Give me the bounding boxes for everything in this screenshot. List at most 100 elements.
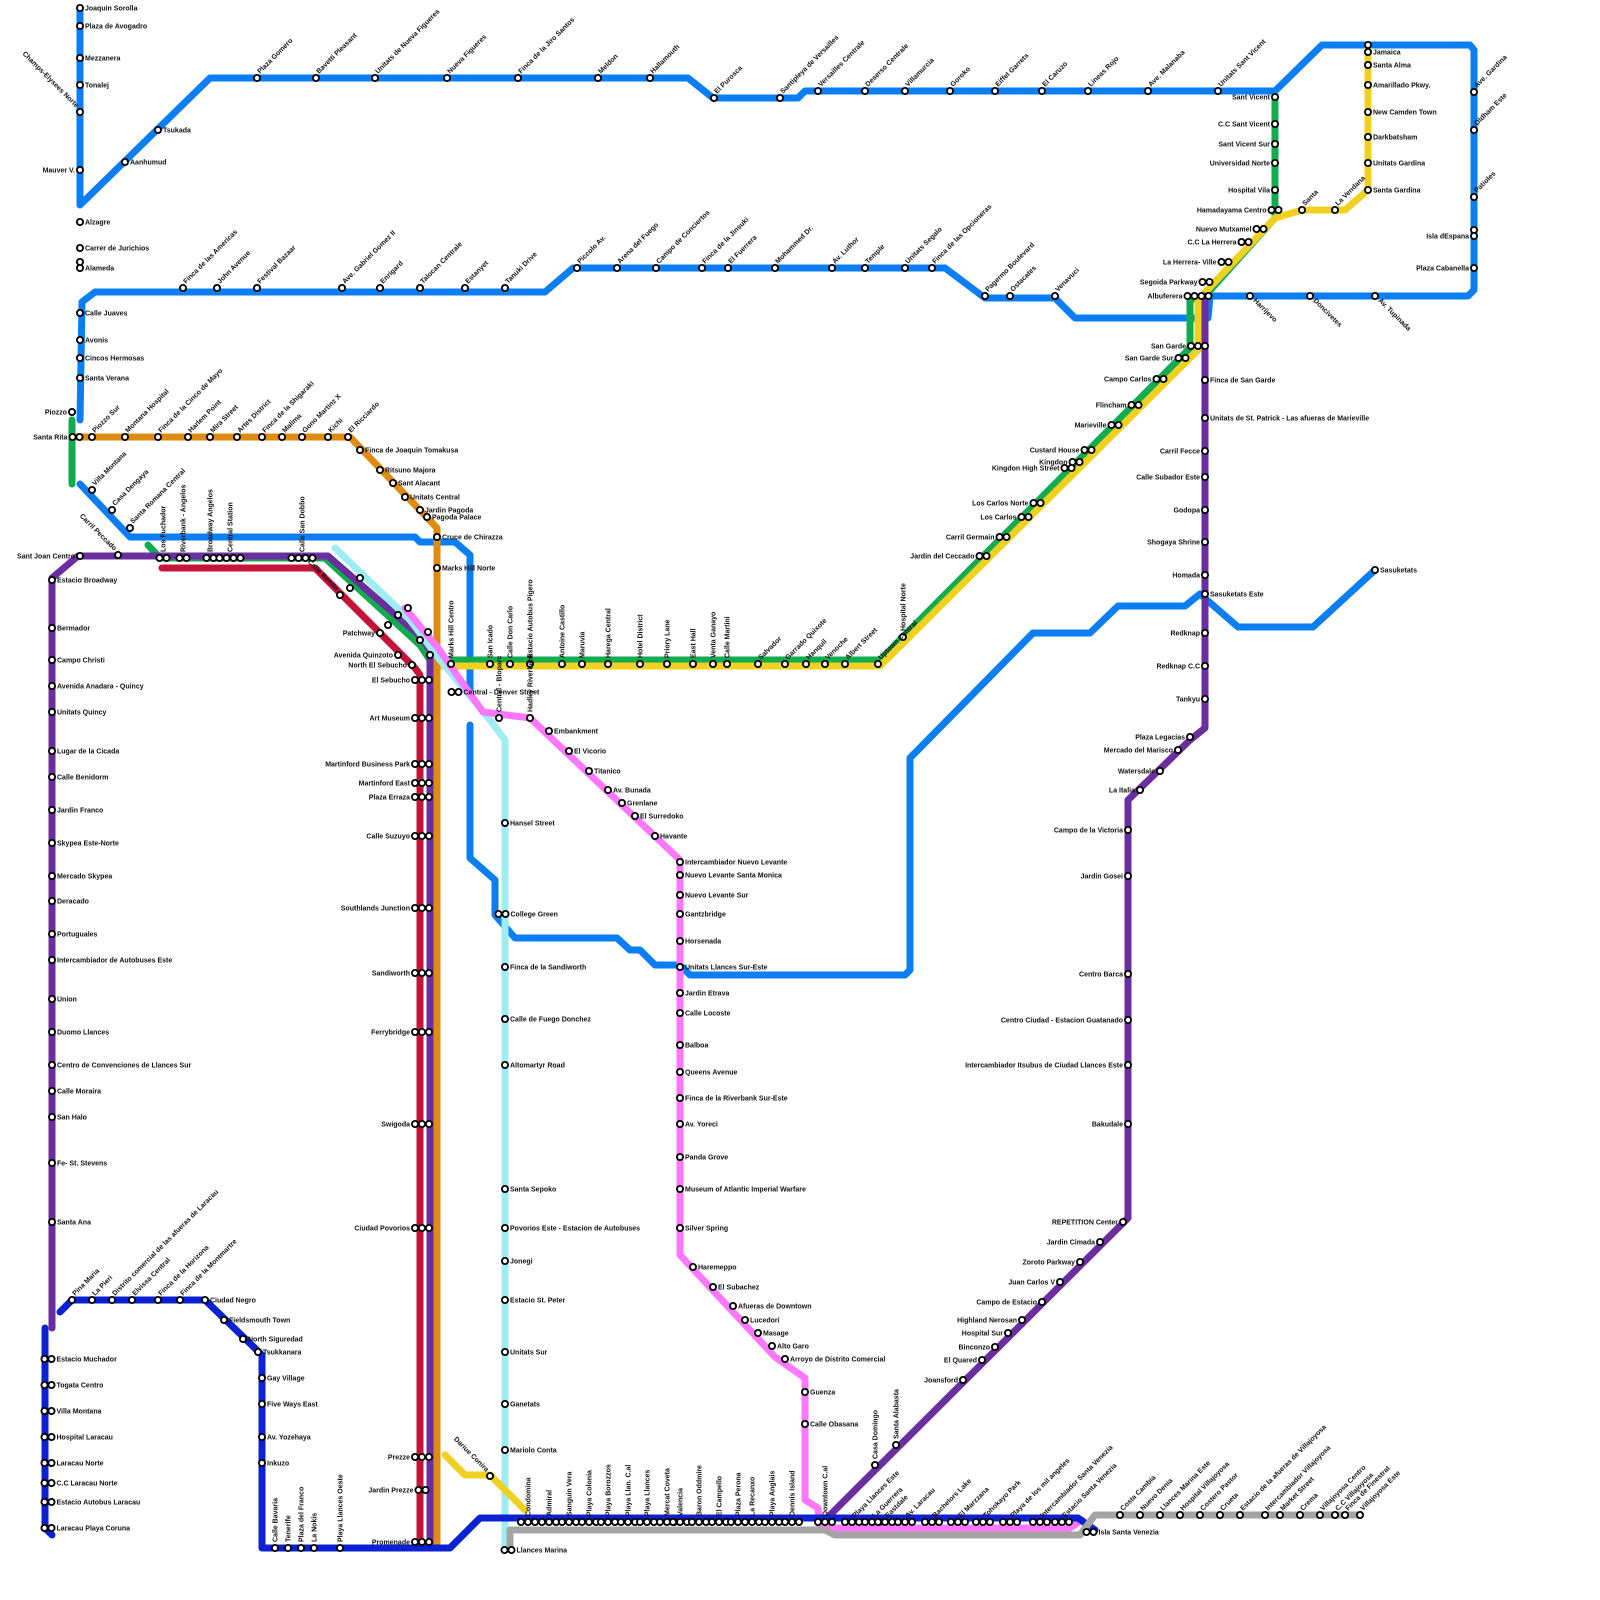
station-marker-albuferera[interactable] xyxy=(1197,291,1206,300)
station-marker-mercado-skypea[interactable] xyxy=(48,872,57,881)
station-marker-laracau-playa-coruna[interactable] xyxy=(47,1524,56,1533)
station-marker-alzagre[interactable] xyxy=(76,217,85,226)
station-marker-campo-carlos[interactable] xyxy=(1152,374,1161,383)
station-marker-central-denver-street[interactable] xyxy=(447,688,456,697)
station-marker-centro-ciudad-estacion-guatanado[interactable] xyxy=(1124,1016,1133,1025)
station-marker-universidad-norte[interactable] xyxy=(1271,158,1280,167)
station-marker-santa-alma[interactable] xyxy=(1364,61,1373,70)
station-marker-jardin-pagoda[interactable] xyxy=(415,505,424,514)
station-marker-hanquil[interactable] xyxy=(802,660,811,669)
station-marker-downtown-c-al[interactable] xyxy=(821,1518,830,1527)
station-marker-sant-vicent-sur[interactable] xyxy=(1271,139,1280,148)
station-marker-calle-juaves[interactable] xyxy=(76,308,85,317)
station-marker-villa-montana[interactable] xyxy=(47,1407,56,1416)
station-marker-carril-peccado[interactable] xyxy=(114,551,123,560)
station-marker-calle-bavaria[interactable] xyxy=(270,1544,279,1553)
station-marker-carril-fecce[interactable] xyxy=(1201,446,1210,455)
station-marker-broadway-angelos[interactable] xyxy=(202,554,211,563)
station-marker-albert-street[interactable] xyxy=(841,660,850,669)
station-marker-estacio-santa-venezia[interactable] xyxy=(1051,1518,1060,1527)
station-marker-oldham-este[interactable] xyxy=(1470,126,1479,135)
station-marker-centro-barca[interactable] xyxy=(1124,970,1133,979)
station-marker-estacio-muchador[interactable] xyxy=(40,1355,49,1364)
station-marker-joansford[interactable] xyxy=(959,1376,968,1385)
station-marker-villajoyosa-este[interactable] xyxy=(1356,1511,1365,1520)
station-marker-nuevo-denia[interactable] xyxy=(1136,1511,1145,1520)
station-marker-shogaya-shrine[interactable] xyxy=(1201,538,1210,547)
station-marker-san-garde-sur[interactable] xyxy=(1181,353,1190,362)
station-marker-sandiworth[interactable] xyxy=(410,969,419,978)
station-marker-piozzo-sur[interactable] xyxy=(88,432,97,441)
station-marker-dariue-conira[interactable] xyxy=(485,1472,494,1481)
station-marker-playa-llances[interactable] xyxy=(636,1518,645,1527)
station-marker-swigoda[interactable] xyxy=(410,1120,419,1129)
station-marker-marieville[interactable] xyxy=(1107,420,1116,429)
station-marker-plaza-erraza[interactable] xyxy=(424,793,433,802)
station-marker-tanuki-drive[interactable] xyxy=(500,283,509,292)
station-marker-panda-grove[interactable] xyxy=(676,1153,685,1162)
station-marker-piccolo-av[interactable] xyxy=(573,263,582,272)
station-marker-hospital-sur[interactable] xyxy=(1004,1329,1013,1338)
station-marker-arena-del-fuego[interactable] xyxy=(613,263,622,272)
station-marker-playa-borozzos[interactable] xyxy=(604,1518,613,1527)
station-marker-haremeppo[interactable] xyxy=(689,1263,698,1272)
station-marker-finca-de-las-americas[interactable] xyxy=(178,283,187,292)
station-marker-dennis-island[interactable] xyxy=(795,1518,804,1527)
station-marker-portuguales[interactable] xyxy=(48,930,57,939)
station-marker-avenida-anadara-quincy[interactable] xyxy=(48,682,57,691)
station-marker-calle-locoste[interactable] xyxy=(676,1009,685,1018)
station-marker-zoroto-parkway[interactable] xyxy=(1076,1258,1085,1267)
station-marker-venavuci[interactable] xyxy=(1051,291,1060,300)
station-marker-pagermo-boulevard[interactable] xyxy=(981,291,990,300)
station-marker-custard-house[interactable] xyxy=(1080,445,1089,454)
station-marker-festival-bazaar[interactable] xyxy=(252,283,261,292)
station-marker-pina-maria[interactable] xyxy=(68,1296,77,1305)
station-marker-central-station[interactable] xyxy=(236,554,245,563)
station-marker-duomo-llances[interactable] xyxy=(48,1028,57,1037)
station-marker-intercambiador-itsubus-de-ciudad-llances-este[interactable] xyxy=(1124,1061,1133,1070)
station-marker-villa-montana[interactable] xyxy=(40,1407,49,1416)
station-marker-av-laracau[interactable] xyxy=(901,1518,910,1527)
station-marker-sandiworth[interactable] xyxy=(417,969,426,978)
station-marker-playa-anglais[interactable] xyxy=(761,1518,770,1527)
station-marker-finca-de-las-opcioneras[interactable] xyxy=(928,263,937,272)
station-marker-binconzo[interactable] xyxy=(991,1343,1000,1352)
station-marker-martinford-business-park[interactable] xyxy=(424,760,433,769)
station-marker-artes-district[interactable] xyxy=(232,432,241,441)
station-marker-lugar-de-la-cicada[interactable] xyxy=(48,747,57,756)
station-marker-el-caruzo[interactable] xyxy=(1038,87,1047,96)
station-marker[interactable] xyxy=(425,651,434,660)
station-marker-market-street[interactable] xyxy=(1276,1511,1285,1520)
station-marker-plaza-del-franco[interactable] xyxy=(296,1544,305,1553)
station-marker-mercat-coveta[interactable] xyxy=(656,1518,665,1527)
station-marker-sanguin-vera[interactable] xyxy=(565,1518,574,1527)
station-marker-togata-centro[interactable] xyxy=(40,1381,49,1390)
station-marker-playa-de-los-mil-angeles[interactable] xyxy=(1006,1518,1015,1527)
station-marker-custard-house[interactable] xyxy=(1087,445,1096,454)
station-marker-tonalej[interactable] xyxy=(76,81,85,90)
station-marker-admiral[interactable] xyxy=(538,1518,547,1527)
station-marker-sanguin-vera[interactable] xyxy=(558,1518,567,1527)
station-marker-carril-germain[interactable] xyxy=(1002,533,1011,542)
station-marker-san-halo[interactable] xyxy=(48,1113,57,1122)
station-marker-balboa[interactable] xyxy=(676,1041,685,1050)
station-marker-carril-germain[interactable] xyxy=(995,533,1004,542)
station-marker-llances-marina[interactable] xyxy=(500,1546,509,1555)
station-marker-bachelors-lake[interactable] xyxy=(921,1518,930,1527)
station-marker-c-c-villajoyosa[interactable] xyxy=(1331,1511,1340,1520)
station-marker-hospital-laracau[interactable] xyxy=(47,1433,56,1442)
station-marker-playa-llances-oeste[interactable] xyxy=(335,1544,344,1553)
station-marker-mira-street[interactable] xyxy=(205,432,214,441)
station-marker-c-c-laracau-norte[interactable] xyxy=(47,1479,56,1488)
station-marker-san-garde[interactable] xyxy=(1187,341,1196,350)
station-marker-isla-santa-venezia[interactable] xyxy=(1089,1528,1098,1537)
station-marker-c-c-sant-vicent[interactable] xyxy=(1271,120,1280,129)
station-marker-la-herrera-ville[interactable] xyxy=(1217,257,1226,266)
station-marker-nuevo-mutxamel[interactable] xyxy=(1259,224,1268,233)
station-marker-los-carlos-norte[interactable] xyxy=(1029,498,1038,507)
station-marker-estacio-autobus-pigero[interactable] xyxy=(526,660,535,669)
station-marker[interactable] xyxy=(423,628,432,637)
station-marker-isla-despana[interactable] xyxy=(1470,231,1479,240)
station-marker-playa-colonia[interactable] xyxy=(585,1518,594,1527)
station-marker-playa-anglais[interactable] xyxy=(768,1518,777,1527)
